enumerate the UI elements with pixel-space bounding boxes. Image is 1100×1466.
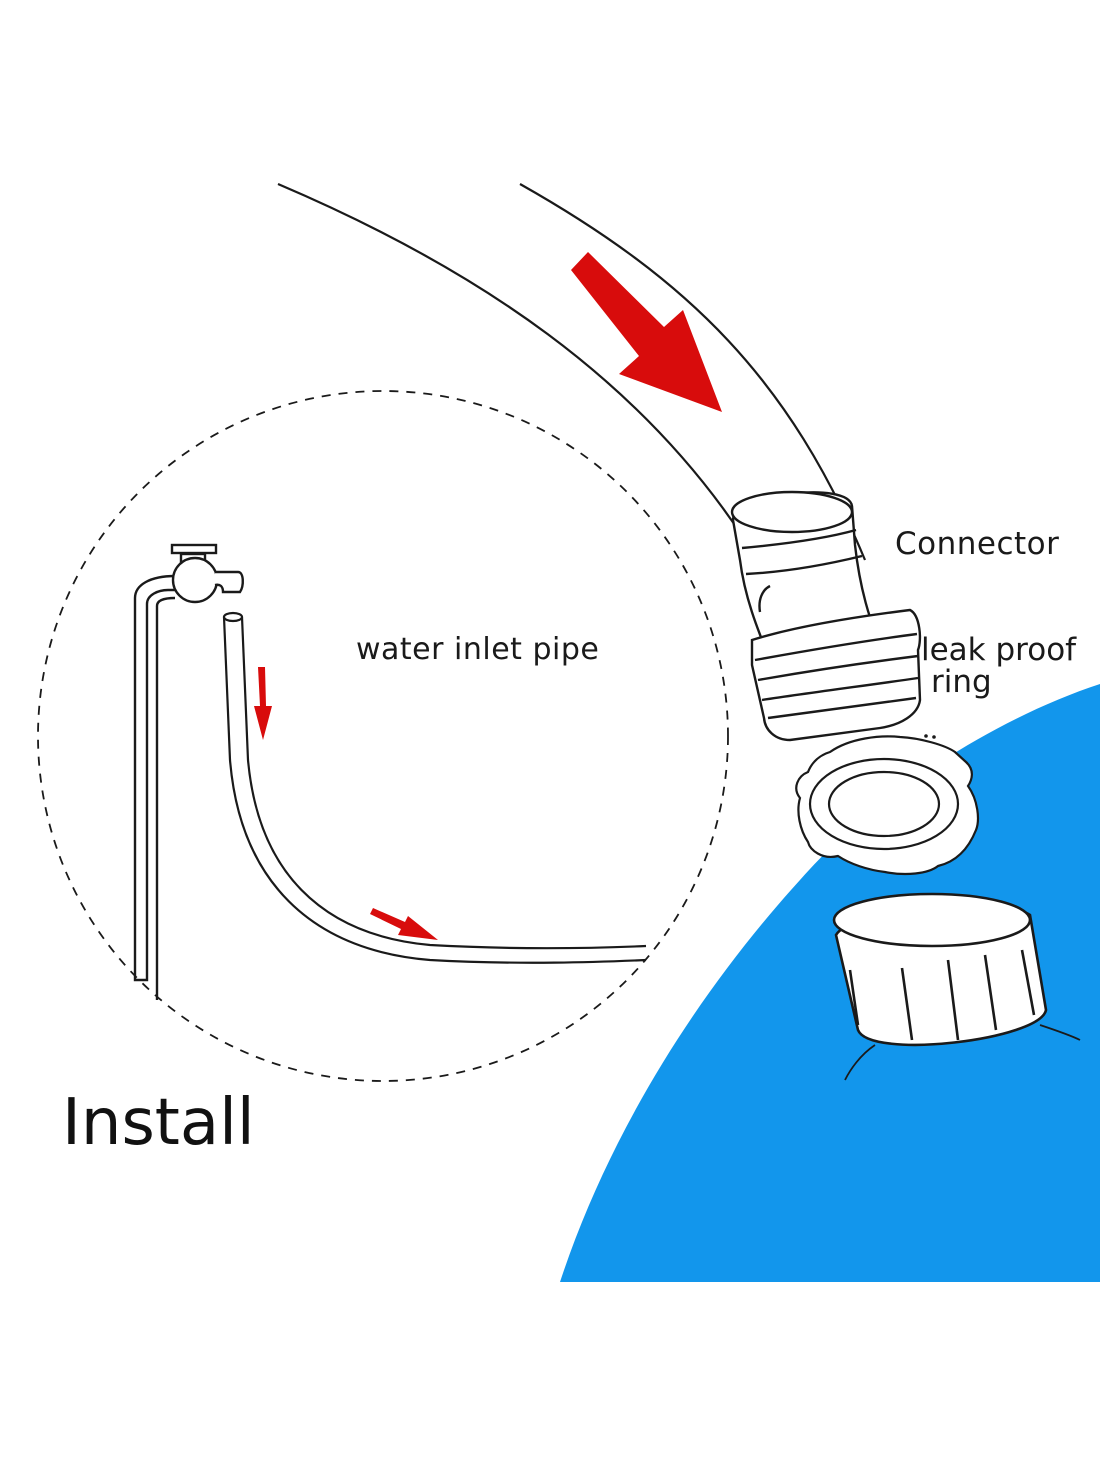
leak-proof-label-line1: leak proof — [921, 632, 1077, 668]
drop-dots — [924, 734, 936, 739]
detail-circle — [37, 390, 729, 1082]
threaded-cap — [832, 892, 1081, 1081]
water-inlet-pipe-label: water inlet pipe — [356, 632, 600, 667]
hose-connector — [730, 490, 922, 742]
connector-label: Connector — [895, 526, 1060, 562]
install-title: Install — [62, 1086, 255, 1160]
garden-hose — [277, 182, 867, 561]
faucet-icon — [133, 543, 244, 1000]
flow-arrow — [571, 252, 722, 412]
leak-proof-ring-label: leak proof ring — [921, 634, 1076, 698]
flow-arrow — [254, 667, 272, 740]
leak-proof-ring — [795, 735, 979, 876]
flow-arrow — [370, 908, 438, 940]
leak-proof-label-line2: ring — [931, 664, 992, 700]
water-inlet-pipe — [222, 611, 647, 964]
